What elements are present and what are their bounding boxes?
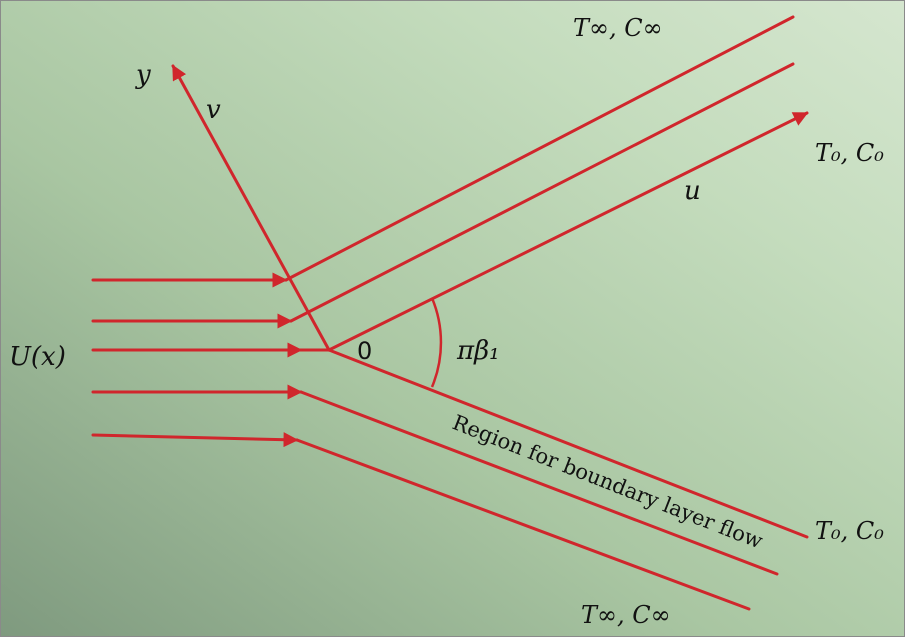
bottom-ambient-label: T∞, C∞	[581, 601, 671, 629]
y-axis	[171, 64, 331, 352]
lower-wall-condition-label: T₀, C₀	[815, 517, 884, 545]
top-ambient-label: T∞, C∞	[573, 14, 663, 42]
origin-label: 0	[357, 337, 372, 365]
upper-wall-condition-label: T₀, C₀	[815, 139, 884, 167]
lower-streamline-1	[299, 390, 779, 576]
u-velocity-label: u	[684, 176, 701, 206]
y-axis-label: y	[135, 60, 151, 90]
v-velocity-label: v	[206, 95, 221, 125]
wedge-angle-arc	[430, 297, 443, 388]
angle-label: πβ₁	[456, 336, 500, 366]
upper-streamline-1	[284, 15, 795, 282]
free-stream-label: U(x)	[9, 342, 66, 372]
region-label: Region for boundary layer flow	[449, 410, 766, 553]
upper-streamline-2	[289, 62, 795, 323]
upper-wall-u-axis	[327, 111, 809, 352]
lower-wall	[327, 348, 809, 539]
incoming-streamline-5	[91, 432, 299, 448]
lower-streamline-2	[295, 438, 751, 611]
